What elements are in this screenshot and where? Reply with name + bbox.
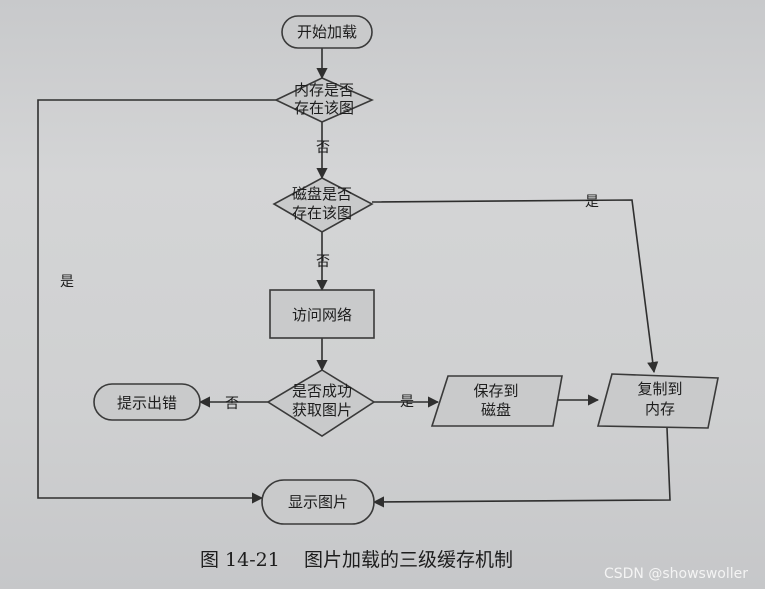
edge-label-disk-yes: 是 <box>585 194 599 210</box>
start-node: 开始加载 <box>281 15 373 49</box>
start-label: 开始加载 <box>297 23 357 41</box>
watermark: CSDN @showswoller <box>604 566 748 582</box>
copy-memory-io: 复制到 内存 <box>596 373 719 429</box>
edge-label-success-yes: 是 <box>400 394 414 410</box>
network-label: 访问网络 <box>292 306 352 324</box>
disk-check-label-1: 磁盘是否 <box>292 185 352 203</box>
success-check-label-2: 获取图片 <box>292 401 352 419</box>
disk-check-label-2: 存在该图 <box>292 204 352 222</box>
edge-label-mem-no: 否 <box>316 140 330 156</box>
error-label: 提示出错 <box>117 394 177 412</box>
copy-memory-label-2: 内存 <box>645 400 675 418</box>
show-image-node: 显示图片 <box>261 479 375 525</box>
save-disk-label-1: 保存到 <box>473 382 518 400</box>
figure-caption: 图 14-21 图片加载的三级缓存机制 <box>200 549 513 571</box>
edge-label-disk-no: 否 <box>316 254 330 270</box>
success-check-decision: 是否成功 获取图片 <box>266 369 376 437</box>
error-node: 提示出错 <box>93 383 201 421</box>
memory-check-decision: 内存是否 存在该图 <box>274 77 374 123</box>
edge-copy-to-show <box>372 427 671 508</box>
network-process: 访问网络 <box>269 289 375 339</box>
save-disk-io: 保存到 磁盘 <box>430 375 563 427</box>
edge-label-mem-yes: 是 <box>60 274 74 290</box>
save-disk-label-2: 磁盘 <box>481 401 511 419</box>
show-image-label: 显示图片 <box>288 493 348 511</box>
memory-check-label-1: 内存是否 <box>294 81 354 99</box>
disk-check-decision: 磁盘是否 存在该图 <box>272 177 374 233</box>
copy-memory-label-1: 复制到 <box>637 380 682 398</box>
edge-mem-yes-to-show <box>37 99 280 504</box>
memory-check-label-2: 存在该图 <box>294 99 354 117</box>
success-check-label-1: 是否成功 <box>292 382 352 400</box>
edge-label-success-no: 否 <box>225 396 239 412</box>
edge-disk-yes-to-copy <box>371 199 659 374</box>
